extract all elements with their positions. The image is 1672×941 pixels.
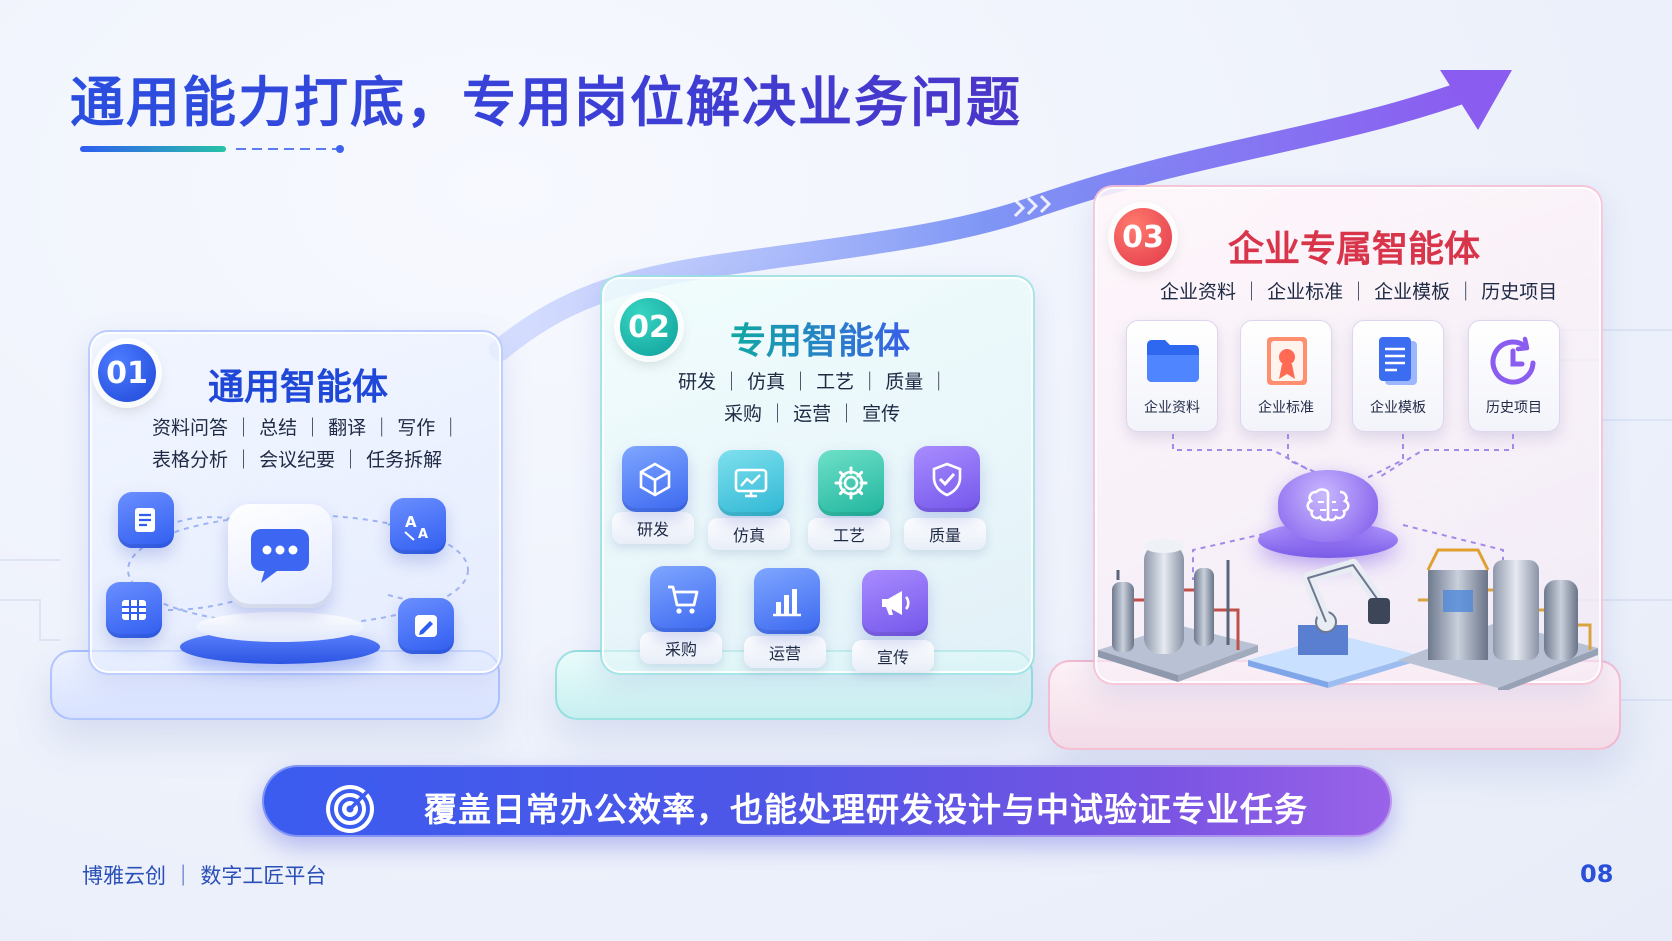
- card-enterprise-data[interactable]: 企业资料: [1126, 320, 1218, 432]
- history-clock-icon: [1490, 336, 1536, 385]
- table-icon: [106, 582, 162, 638]
- chat-icon: [228, 504, 332, 608]
- footer-brand: 博雅云创 ｜ 数字工匠平台: [82, 864, 327, 888]
- badge-01: 01: [98, 344, 156, 402]
- title-dash-line: [236, 148, 340, 150]
- card-label: 企业资料: [1144, 400, 1200, 416]
- page-title: 通用能力打底，专用岗位解决业务问题: [70, 58, 1022, 137]
- tile-label-promotion[interactable]: 宣传: [852, 640, 934, 672]
- tile-label-operations[interactable]: 运营: [744, 636, 826, 668]
- general-features-line2: 表格分析 ｜ 会议纪要 ｜ 任务拆解: [152, 449, 443, 471]
- summary-banner-text: 覆盖日常办公效率，也能处理研发设计与中试验证专业任务: [424, 790, 1308, 829]
- title-dot: [336, 145, 344, 153]
- folder-icon: [1147, 340, 1199, 382]
- tile-label-quality[interactable]: 质量: [904, 518, 986, 550]
- cart-icon[interactable]: [650, 566, 716, 632]
- tile-label-process[interactable]: 工艺: [808, 518, 890, 550]
- industrial-equipment-illustration: [1098, 539, 1598, 690]
- badge-02: 02: [620, 298, 678, 356]
- card-label: 企业标准: [1258, 400, 1314, 416]
- card-history-projects[interactable]: 历史项目: [1468, 320, 1560, 432]
- brain-icon: [1278, 470, 1378, 542]
- certificate-icon: [1267, 337, 1307, 385]
- tile-label-sim[interactable]: 仿真: [708, 518, 790, 550]
- bar-chart-icon[interactable]: [754, 568, 820, 634]
- panel-title-specialized: 专用智能体: [730, 312, 910, 364]
- card-label: 历史项目: [1486, 400, 1542, 416]
- enterprise-features-line: 企业资料 ｜ 企业标准 ｜ 企业模板 ｜ 历史项目: [1160, 281, 1558, 303]
- specialized-features-line1: 研发 ｜ 仿真 ｜ 工艺 ｜ 质量 ｜: [678, 371, 949, 393]
- summary-banner: [262, 765, 1392, 837]
- template-icon: [1379, 337, 1417, 385]
- panel-title-enterprise: 企业专属智能体: [1228, 229, 1481, 270]
- tile-label-rd[interactable]: 研发: [612, 512, 694, 544]
- document-icon: [118, 492, 174, 548]
- badge-03: 03: [1114, 208, 1172, 266]
- card-enterprise-standard[interactable]: 企业标准: [1240, 320, 1332, 432]
- chat-pedestal-top: [196, 612, 364, 642]
- cube-icon[interactable]: [622, 446, 688, 512]
- page-number: 08: [1580, 860, 1614, 888]
- target-icon: [326, 779, 376, 833]
- edit-icon: [398, 598, 454, 654]
- tile-label-purchase[interactable]: 采购: [640, 632, 722, 664]
- specialized-features-line2: 采购 ｜ 运营 ｜ 宣传: [724, 403, 901, 425]
- general-features-line1: 资料问答 ｜ 总结 ｜ 翻译 ｜ 写作 ｜: [152, 417, 461, 439]
- card-label: 企业模板: [1370, 400, 1426, 416]
- card-enterprise-template[interactable]: 企业模板: [1352, 320, 1444, 432]
- title-underline: [80, 146, 226, 152]
- monitor-chart-icon[interactable]: [718, 450, 784, 516]
- shield-check-icon[interactable]: [914, 446, 980, 512]
- panel-title-general: 通用智能体: [208, 367, 389, 408]
- svg-text:A: A: [405, 513, 417, 531]
- gear-icon[interactable]: [818, 450, 884, 516]
- svg-text:A: A: [418, 527, 428, 542]
- megaphone-icon[interactable]: [862, 570, 928, 636]
